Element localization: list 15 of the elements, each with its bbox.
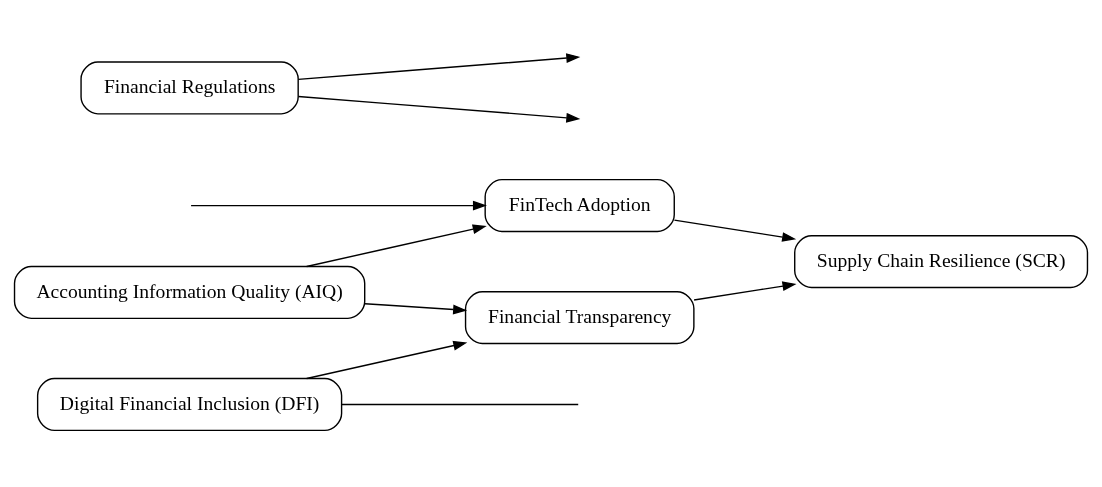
node-box: Supply Chain Resilience (SCR)	[794, 235, 1089, 289]
arrow	[306, 340, 468, 380]
arrow	[190, 200, 487, 211]
arrow	[693, 281, 797, 301]
node-box: Digital Financial Inclusion (DFI)	[36, 377, 343, 432]
arrow	[297, 53, 581, 81]
node-box: Financial Transparency	[464, 291, 695, 345]
arrow	[673, 219, 797, 242]
connector	[341, 403, 579, 406]
node-box: Accounting Information Quality (AIQ)	[13, 265, 366, 320]
arrow	[306, 224, 487, 268]
node-box: FinTech Adoption	[484, 178, 675, 233]
arrow	[364, 303, 468, 315]
node-box: Financial Regulations	[80, 61, 299, 115]
arrow	[297, 95, 581, 123]
